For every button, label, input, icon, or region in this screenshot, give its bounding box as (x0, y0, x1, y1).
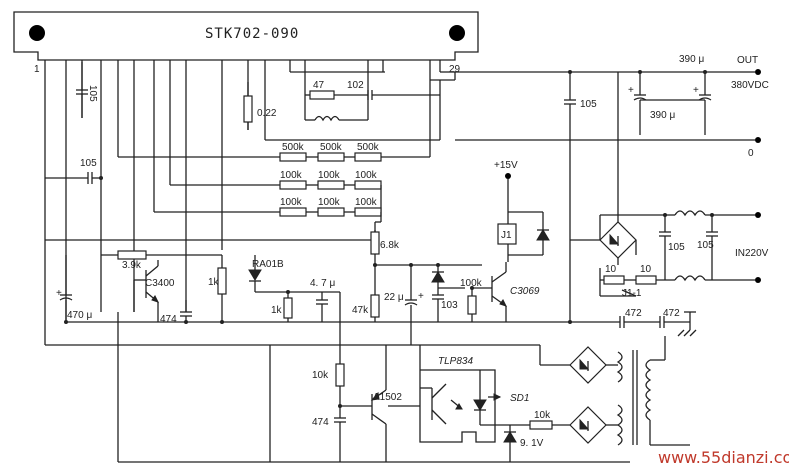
cap-105-d-label: 105 (668, 242, 685, 253)
r-row1-1: 500k (320, 142, 343, 153)
r-row1-2: 500k (357, 142, 380, 153)
resistor-10-a-label: 10 (605, 264, 617, 275)
cap-4u7-label: 4. 7 μ (310, 278, 335, 289)
transistor-c3400-label: C3400 (145, 278, 175, 289)
capacitor-105-a: 105 (76, 62, 98, 118)
cap-390-a-label: 390 μ (650, 110, 675, 121)
module-label: STK702-090 (205, 26, 299, 42)
scr-ra01b: RA01B (248, 255, 288, 293)
input-label: IN220V (735, 248, 769, 259)
cap-105-e-label: 105 (697, 240, 714, 251)
cap-472-b-label: 472 (663, 308, 680, 319)
output-section: 105 + 390 μ + 390 μ OUT 380VDC 0 (455, 54, 769, 322)
capacitor-4u7: 4. 7 μ (310, 278, 341, 362)
r-row2-0: 100k (280, 170, 303, 181)
resistor-100k: 100k (460, 278, 483, 322)
input-bridge: 105 105 10 10 J1-1 IN220V (570, 72, 769, 299)
zener-and-103: 103 (431, 265, 465, 322)
resistor-6k8: 6.8k (370, 212, 482, 266)
resistor-ladder: 500k 500k 500k 100k 100k 100k 100k 100k … (118, 80, 431, 217)
zero-label: 0 (748, 148, 754, 159)
r-row3-1: 100k (318, 197, 341, 208)
transistor-c3069-label: C3069 (510, 286, 540, 297)
resistor-3k9: 3.9k (101, 250, 222, 271)
top-rc-network: 47 102 (265, 72, 441, 141)
inductor-in-bottom (674, 275, 706, 282)
capacitor-102-label: 102 (347, 80, 364, 91)
out-voltage-label: 380VDC (731, 80, 769, 91)
resistor-47k: 47k (352, 265, 380, 322)
transformer-sec-b (616, 404, 623, 446)
cap-390-a-plus: + (628, 85, 634, 96)
r-row3-2: 100k (355, 197, 378, 208)
pin-29-label: 29 (449, 64, 461, 75)
cap-474-b-label: 474 (312, 417, 329, 428)
cap-474-a-label: 474 (160, 314, 177, 325)
capacitor-22u: 22 μ + (384, 265, 424, 345)
cap-105-b-label: 105 (80, 158, 97, 169)
pin-traces (65, 62, 456, 320)
r-row2-2: 100k (355, 170, 378, 181)
resistor-1k-b: 1k (271, 291, 340, 322)
resistor-1k-a: 1k (208, 255, 227, 322)
cap-105-a-label: 105 (87, 85, 98, 102)
resistor-1k-a-label: 1k (208, 277, 220, 288)
opto-tlp834: TLP834 SD1 10k 9. 1V (388, 345, 570, 462)
stk-module: STK702-090 1 29 (13, 11, 479, 75)
inductor-top (314, 115, 340, 122)
capacitor-470u: + 470 μ (56, 255, 92, 322)
pin-1-label: 1 (34, 64, 40, 75)
cap-390-b-plus: + (693, 85, 699, 96)
resistor-47-label: 47 (313, 80, 325, 91)
resistor-10-b-label: 10 (640, 264, 652, 275)
inductor-in-top (674, 210, 706, 217)
relay-j1: +15V J1 (494, 160, 550, 262)
resistor-10k-b-label: 10k (534, 410, 551, 421)
r-row1-0: 500k (282, 142, 305, 153)
out-label: OUT (737, 55, 758, 66)
resistor-47k-label: 47k (352, 305, 369, 316)
resistor-6k8-label: 6.8k (380, 240, 400, 251)
resistor-3k9-label: 3.9k (122, 260, 142, 271)
scr-ra01b-label: RA01B (252, 259, 284, 270)
a1502-section: 10k A1502 474 (269, 345, 402, 462)
transistor-c3400: C3400 474 (133, 260, 192, 325)
junctions (64, 70, 714, 408)
opto-label: TLP834 (438, 356, 473, 367)
cap-472-a-label: 472 (625, 308, 642, 319)
transistor-c3069: C3069 (472, 262, 540, 322)
relay-contact-label: J1-1 (622, 288, 642, 299)
cap-390-b-label: 390 μ (679, 54, 704, 65)
cap-470-plus: + (56, 288, 62, 299)
aux-supply (539, 336, 690, 446)
resistor-0.22-label: 0.22 (257, 108, 277, 119)
cap-103-label: 103 (441, 300, 458, 311)
resistor-10k-a-label: 10k (312, 370, 329, 381)
transformer-primary (645, 359, 652, 421)
cap-22u-label: 22 μ (384, 292, 404, 303)
cap-22u-plus: + (418, 291, 424, 302)
capacitors-472: 472 472 (570, 308, 697, 337)
r-row2-1: 100k (318, 170, 341, 181)
resistor-1k-b-label: 1k (271, 305, 283, 316)
transformer-sec-a (616, 351, 623, 383)
relay-j1-label: J1 (501, 230, 512, 241)
cap-105-c-label: 105 (580, 99, 597, 110)
sd1-label: SD1 (510, 393, 529, 404)
cap-470-label: 470 μ (67, 310, 92, 321)
capacitor-105-b: 105 (45, 158, 101, 184)
watermark: www.55dianzi.com (658, 448, 789, 467)
resistor-100k-label: 100k (460, 278, 483, 289)
resistor-0.22: 0.22 (243, 82, 277, 130)
vcc-label: +15V (494, 160, 518, 171)
rails (44, 239, 630, 463)
transistor-a1502-label: A1502 (373, 392, 402, 403)
module-pins (44, 60, 441, 240)
zener-label: 9. 1V (520, 438, 544, 449)
r-row3-0: 100k (280, 197, 303, 208)
